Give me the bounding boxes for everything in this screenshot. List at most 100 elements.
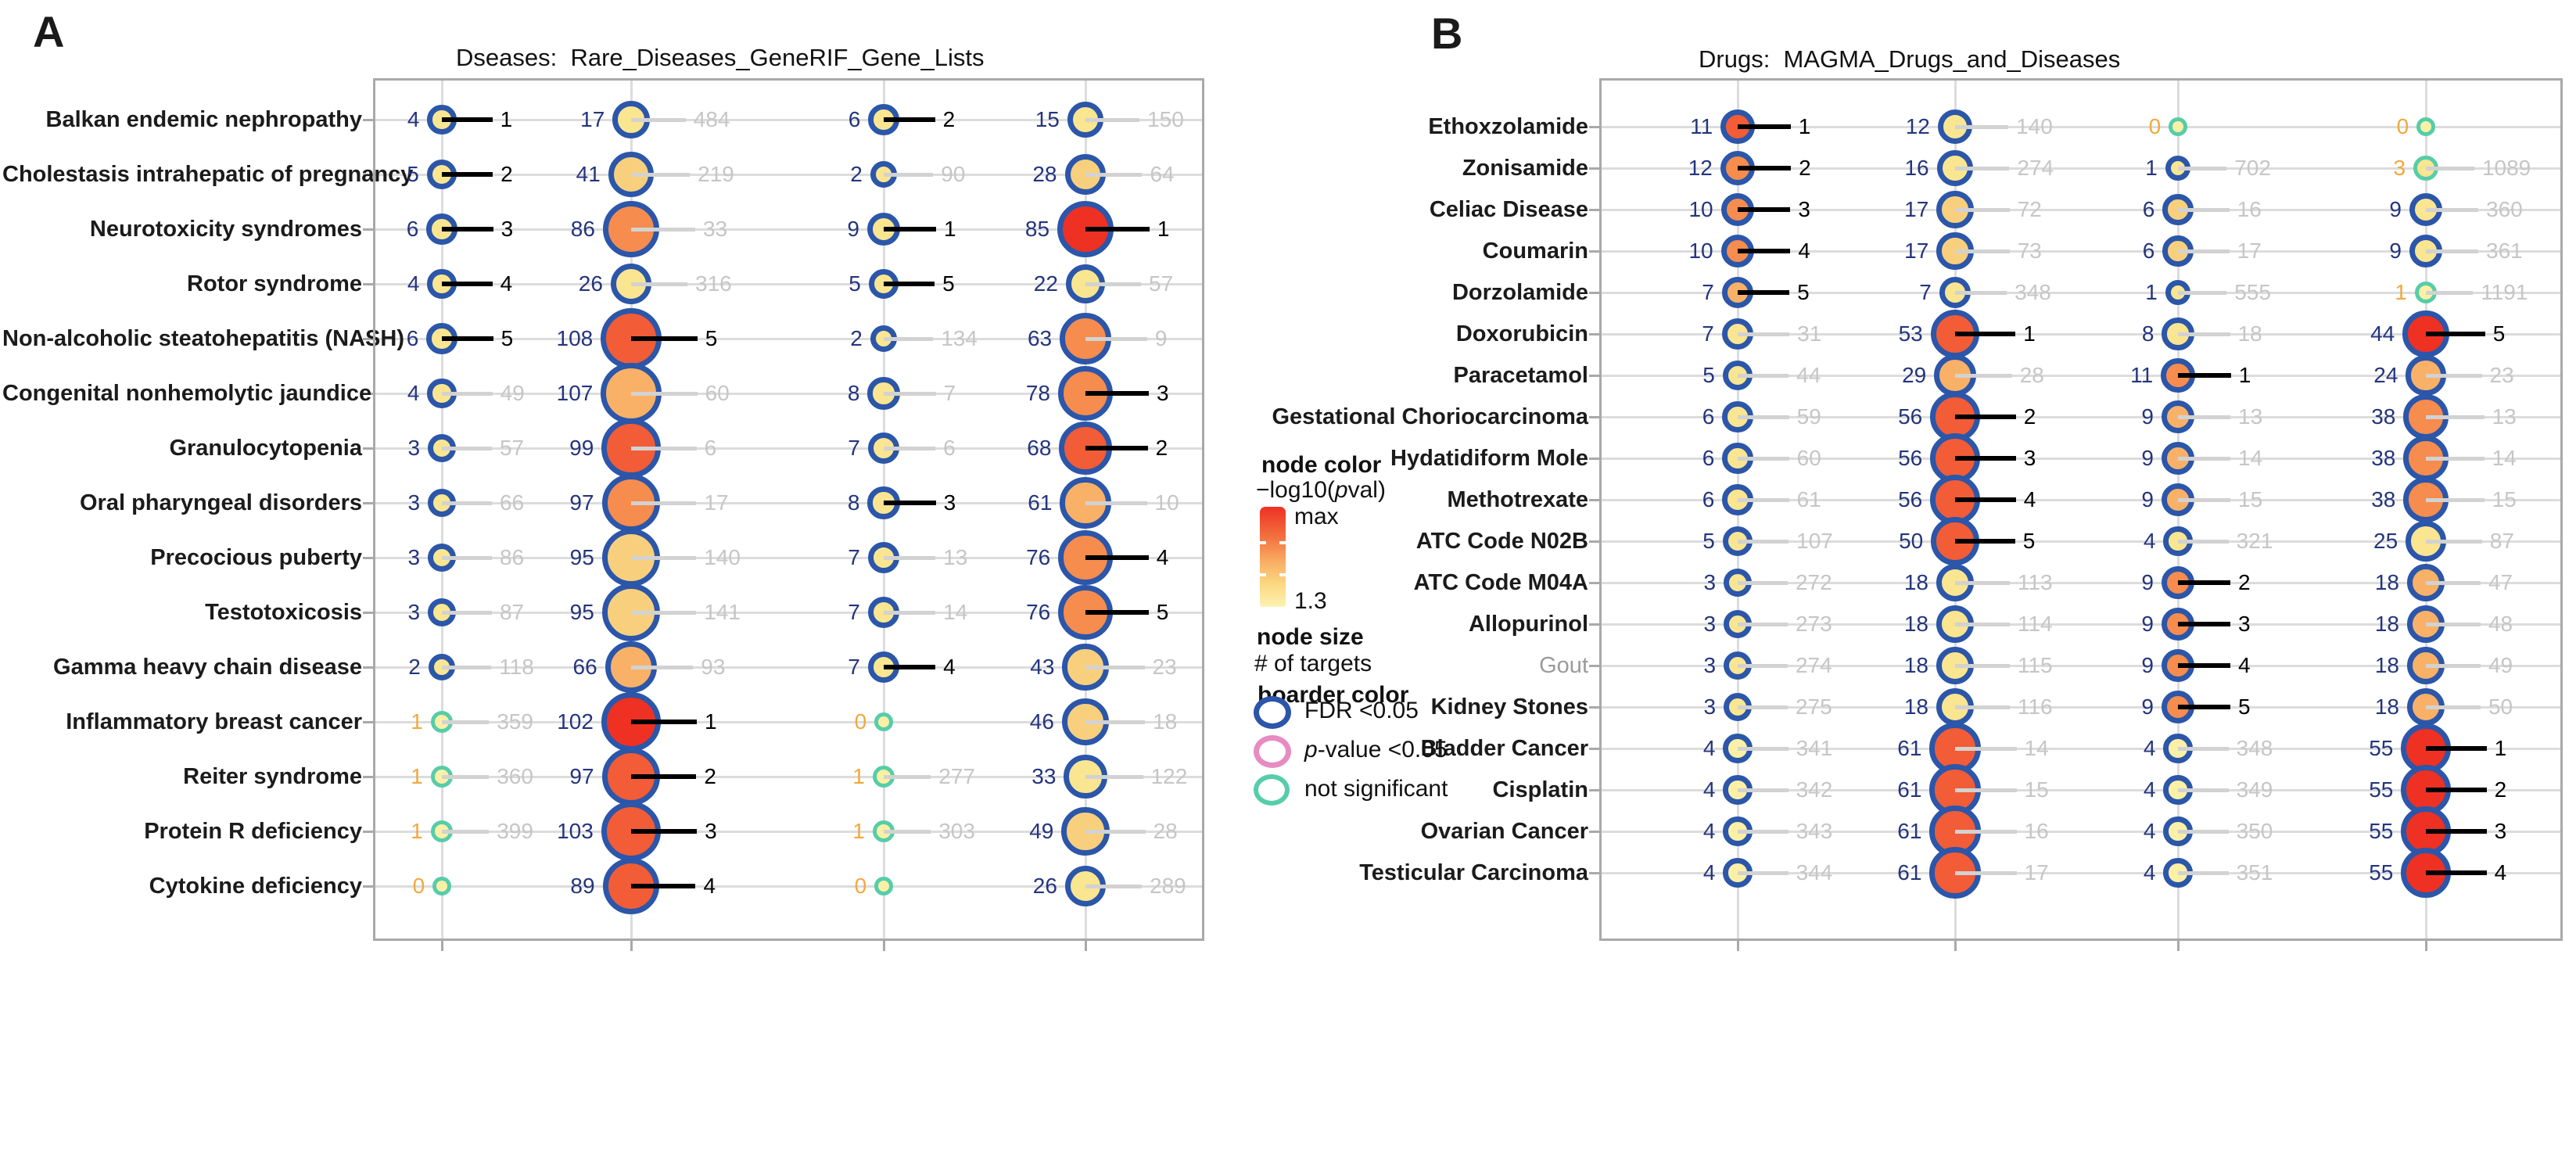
gray-number: 107	[1796, 529, 1833, 553]
gray-number: 274	[1795, 653, 1832, 677]
gray-connector-line	[884, 336, 934, 341]
rank-connector-line	[2178, 580, 2230, 585]
rank-number: 5	[2022, 529, 2036, 553]
legend-log-suffix: val)	[1347, 477, 1386, 503]
column-tick	[1084, 941, 1087, 951]
gray-connector-line	[631, 282, 688, 286]
row-label: Oral pharyngeal disorders	[79, 490, 362, 515]
row-label: Cisplatin	[1492, 777, 1588, 802]
targets-count: 11	[2130, 363, 2154, 387]
gray-connector-line	[884, 172, 934, 177]
gray-connector-line	[1955, 870, 2017, 875]
gray-number: 361	[2486, 239, 2523, 263]
gray-connector-line	[1085, 336, 1147, 341]
not-significant-ring-icon	[1254, 774, 1290, 806]
targets-count: 76	[1026, 600, 1051, 624]
bubble	[2162, 318, 2194, 350]
targets-count: 4	[1702, 819, 1716, 843]
rank-number: 4	[703, 874, 716, 898]
rank-number: 4	[1156, 545, 1169, 569]
gray-number: 360	[2486, 197, 2523, 221]
gray-connector-line	[1955, 829, 2017, 834]
row-label: Inflammatory breast cancer	[66, 709, 362, 734]
gray-number: 399	[497, 819, 533, 843]
bubble	[426, 159, 457, 190]
targets-count: 22	[1033, 271, 1058, 296]
rank-number: 1	[500, 107, 513, 131]
row-gridline	[373, 611, 1204, 614]
legend-log-italic-p: p	[1334, 477, 1348, 503]
gray-connector-line	[2178, 166, 2227, 170]
gray-number: 14	[2024, 736, 2049, 760]
targets-count: 26	[578, 271, 603, 296]
row-gridline	[1599, 415, 2563, 418]
targets-count: 3	[2393, 156, 2406, 180]
targets-count: 5	[1702, 529, 1715, 553]
gray-connector-line	[2178, 415, 2230, 419]
gray-number: 344	[1796, 860, 1833, 885]
gray-connector-line	[2426, 580, 2481, 585]
gray-connector-line	[884, 555, 936, 560]
gray-connector-line	[1955, 373, 2012, 378]
targets-count: 1	[2395, 280, 2407, 304]
gray-number: 348	[2015, 280, 2051, 304]
targets-count: 9	[2141, 653, 2154, 677]
targets-count: 16	[1904, 156, 1929, 180]
gray-connector-line	[1085, 774, 1143, 779]
gray-connector-line	[2426, 290, 2474, 295]
targets-count: 38	[2371, 404, 2396, 429]
targets-count: 9	[2141, 570, 2154, 594]
targets-count: 55	[2369, 736, 2394, 760]
targets-count: 8	[847, 490, 860, 515]
rank-number: 3	[1156, 381, 1169, 405]
gray-number: 31	[1797, 321, 1822, 346]
rank-connector-line	[1955, 456, 2016, 461]
gray-connector-line	[1085, 172, 1143, 177]
gray-number: 316	[695, 271, 732, 296]
rank-connector-line	[1738, 207, 1791, 212]
targets-count: 108	[556, 326, 594, 350]
gray-number: 150	[1147, 107, 1184, 131]
targets-count: 18	[1903, 653, 1929, 677]
targets-count: 9	[2141, 446, 2154, 470]
gray-number: 116	[2017, 694, 2053, 719]
row-label: Reiter syndrome	[183, 764, 362, 789]
rank-connector-line	[884, 501, 936, 505]
gray-number: 348	[2236, 736, 2273, 760]
legend-log-prefix: −log10(	[1256, 477, 1335, 503]
targets-count: 9	[2141, 612, 2154, 636]
gray-connector-line	[1085, 117, 1140, 122]
targets-count: 1	[852, 819, 865, 843]
row-label: Coumarin	[1482, 239, 1588, 264]
column-tick	[1954, 941, 1957, 951]
gray-number: 13	[2238, 404, 2263, 429]
gray-connector-line	[1738, 456, 1789, 461]
rank-connector-line	[1738, 166, 1792, 170]
rank-number: 1	[2494, 736, 2507, 760]
row-gridline	[1599, 374, 2563, 377]
legend-node-size-title: node size	[1257, 624, 1364, 650]
targets-count: 7	[848, 436, 860, 460]
gray-number: 289	[1150, 874, 1186, 898]
bubble	[427, 105, 457, 135]
targets-count: 41	[576, 162, 601, 186]
targets-count: 61	[1897, 860, 1922, 885]
gray-connector-line	[2178, 870, 2229, 875]
rank-connector-line	[442, 227, 493, 231]
gray-number: 23	[1152, 655, 1177, 679]
rank-connector-line	[2178, 373, 2231, 378]
row-gridline	[373, 775, 1204, 778]
row-gridline	[1599, 498, 2563, 501]
rank-number: 4	[500, 271, 513, 296]
panel-frame	[1599, 78, 2563, 941]
row-gridline	[373, 228, 1204, 231]
row-label: Neurotoxicity syndromes	[89, 217, 362, 242]
row-gridline	[373, 282, 1204, 285]
rank-connector-line	[1955, 415, 2016, 419]
rank-connector-line	[884, 665, 936, 669]
row-tick	[363, 282, 373, 285]
fdr-ring-icon	[1254, 696, 1291, 729]
targets-count: 10	[1688, 197, 1713, 221]
row-label: Allopurinol	[1468, 612, 1588, 637]
gray-connector-line	[1738, 539, 1789, 544]
